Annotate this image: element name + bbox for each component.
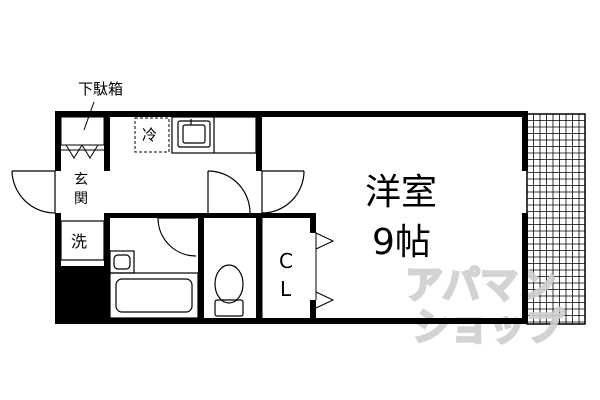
closet-label-l: L — [280, 277, 292, 301]
outer-walls — [55, 111, 528, 324]
closet-doors — [315, 232, 335, 309]
kitchen-counter — [171, 116, 257, 154]
svg-text:ショップ: ショップ — [412, 305, 564, 349]
entrance-label-1: 玄 — [74, 171, 88, 188]
balcony — [526, 113, 586, 325]
room-door — [207, 170, 251, 214]
washer-label: 洗 — [71, 232, 87, 251]
refrigerator-space — [134, 117, 170, 153]
entrance-door — [11, 170, 56, 214]
toilet — [214, 264, 244, 317]
washer-space — [60, 220, 105, 261]
apaman-shop-watermark: アパマン ショップ — [404, 262, 566, 351]
room-type-label: 洋室 — [365, 172, 437, 213]
bath-door — [157, 217, 197, 257]
entrance-label-2: 関 — [74, 191, 88, 207]
svg-text:アパマン: アパマン — [405, 263, 556, 307]
closet-label-c: C — [279, 249, 293, 273]
refrigerator-label: 冷 — [142, 126, 157, 144]
shoe-box-label: 下駄箱 — [78, 80, 123, 98]
room-size-label: 9帖 — [372, 222, 431, 263]
balcony-door — [261, 170, 305, 214]
bathroom-fixtures — [109, 250, 199, 319]
shoe-box — [60, 116, 105, 159]
shoe-box-leader — [83, 101, 95, 131]
